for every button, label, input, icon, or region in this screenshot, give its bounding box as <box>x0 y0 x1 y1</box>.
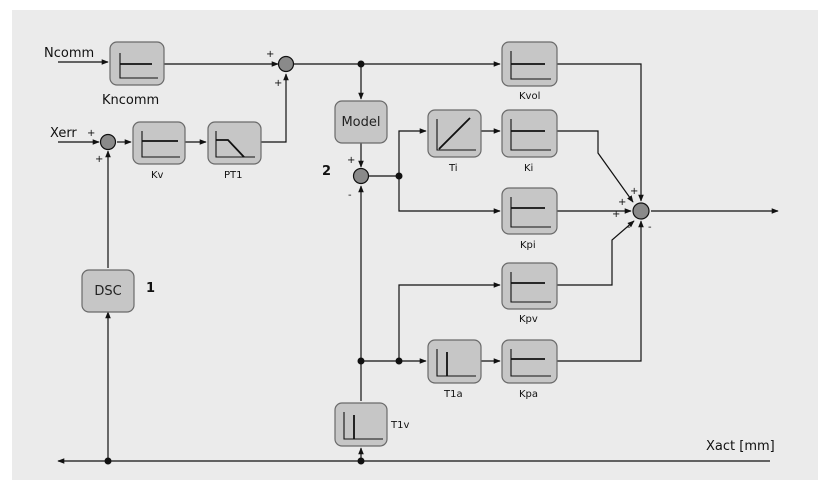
gain-graph-icon <box>510 51 551 80</box>
block-label-t1a: T1a <box>443 389 463 400</box>
block-label-t1v: T1v <box>390 420 409 431</box>
signal-label-xerr: Xerr <box>50 126 77 141</box>
gain-graph-icon <box>510 119 551 151</box>
block-dsc <box>81 269 135 313</box>
gain-graph-icon <box>510 272 551 303</box>
impulse-graph-icon <box>436 349 476 377</box>
block-kpi <box>501 187 558 235</box>
gain-graph-icon <box>510 197 551 228</box>
signal-label-xact: Xact [mm] <box>706 439 775 454</box>
sign-plus: + <box>612 209 620 220</box>
sign-plus: + <box>347 155 355 166</box>
sign-plus: + <box>87 128 95 139</box>
junction-dot-pa <box>395 357 403 365</box>
gain-graph-icon <box>119 53 158 79</box>
sum-signs: + + + + + - + + + - - <box>87 49 652 233</box>
block-label-kvol: Kvol <box>519 91 540 102</box>
block-pt1 <box>207 121 262 165</box>
block-kv <box>132 121 186 165</box>
sign-plus: + <box>274 78 282 89</box>
sum-junction-output <box>632 202 650 220</box>
diagram-background <box>12 10 818 480</box>
sign-minus: - <box>627 222 631 233</box>
junction-dot-t1v <box>357 357 365 365</box>
block-label-ti: Ti <box>448 163 458 174</box>
gain-graph-icon <box>510 349 551 377</box>
signal-label-ncomm: Ncomm <box>44 46 94 61</box>
block-ki <box>501 109 558 158</box>
junction-dots <box>104 60 403 465</box>
marker-label-1: 1 <box>146 281 155 296</box>
sign-minus: - <box>648 222 652 233</box>
junction-dot-dsc <box>104 457 112 465</box>
block-label-model: Model <box>341 115 380 130</box>
block-label-dsc: DSC <box>94 284 121 299</box>
junction-dot-main <box>357 60 365 68</box>
integrator-graph-icon <box>436 119 476 151</box>
block-label-kv: Kv <box>151 170 164 181</box>
gain-graph-icon <box>141 131 180 158</box>
block-label-kpi: Kpi <box>520 240 536 251</box>
block-label-kpv: Kpv <box>519 314 538 325</box>
sign-plus: + <box>630 186 638 197</box>
signal-wires <box>57 59 779 464</box>
block-label-kncomm: Kncomm <box>102 93 159 108</box>
block-t1v <box>334 402 388 447</box>
block-t1a <box>427 339 482 384</box>
impulse-graph-icon <box>343 412 383 440</box>
sign-minus: - <box>348 190 352 201</box>
junction-dot-pi <box>395 172 403 180</box>
sum-junction-model <box>352 167 370 185</box>
block-label-ki: Ki <box>524 163 533 174</box>
block-graph-icons <box>119 51 551 440</box>
block-kpa <box>501 339 558 384</box>
sign-plus: + <box>266 49 274 60</box>
block-model <box>334 100 388 144</box>
marker-label-2: 2 <box>322 164 331 179</box>
sign-plus: + <box>95 154 103 165</box>
sign-plus: + <box>618 197 626 208</box>
block-kpv <box>501 262 558 310</box>
sum-junction-error <box>99 133 117 151</box>
block-label-pt1: PT1 <box>224 170 243 181</box>
block-label-kpa: Kpa <box>519 389 538 400</box>
sum-junction-command <box>277 55 295 73</box>
junction-dot-xact <box>357 457 365 465</box>
